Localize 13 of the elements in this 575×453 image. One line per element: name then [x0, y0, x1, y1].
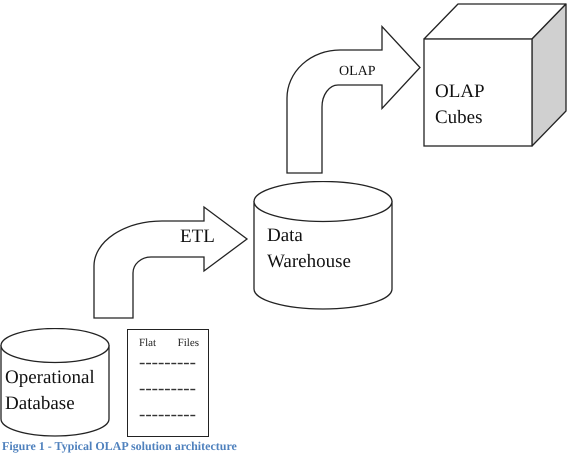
node-label: Operational Database [5, 366, 96, 416]
figure-caption: Figure 1 - Typical OLAP solution architecture [2, 439, 237, 453]
node-label: Data Warehouse [267, 224, 352, 274]
block-arrow [286, 26, 421, 174]
database-cylinder [0, 328, 110, 437]
node-label: OLAP Cubes [435, 80, 485, 130]
dashed-text-line: --------- [139, 377, 196, 401]
file-box-title: Flat Files [139, 336, 199, 350]
database-cylinder [253, 181, 393, 310]
file-box [127, 329, 209, 437]
dashed-text-line: --------- [139, 351, 196, 375]
dashed-text-line: --------- [139, 403, 196, 427]
block-arrow [93, 206, 248, 319]
